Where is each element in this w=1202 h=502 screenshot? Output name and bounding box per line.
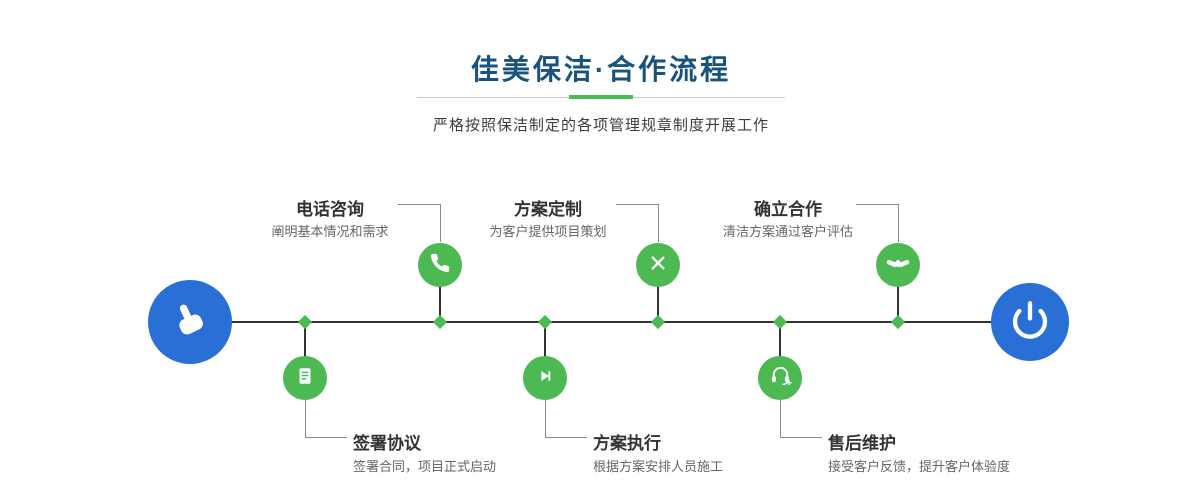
timeline-start-node [148,280,232,364]
step-title-sign: 签署协议 [353,434,421,453]
pointing-hand-icon [169,299,211,346]
label-connector [658,204,659,242]
label-connector [856,204,898,205]
connector [897,286,899,322]
headset-icon [769,364,792,392]
step-desc-cooperate: 清洁方案通过客户评估 [722,224,853,239]
timeline-diamond [537,314,553,330]
timeline-diamond [650,314,666,330]
page-title: 佳美保洁·合作流程 [470,54,732,85]
play-icon [534,365,556,392]
step-node-sign [283,356,327,400]
power-icon [1010,300,1050,345]
pencil-ruler-icon [647,252,669,279]
timeline-diamond [890,314,906,330]
contract-icon [294,365,316,392]
step-desc-phone: 阐明基本情况和需求 [271,224,389,239]
step-title-plan: 方案定制 [514,200,582,219]
label-connector [780,400,781,437]
label-connector [780,437,822,438]
phone-icon [429,252,451,279]
step-title-phone: 电话咨询 [296,200,364,219]
step-node-cooperate [876,243,920,287]
connector [657,286,659,322]
label-connector [398,204,440,205]
step-node-plan [636,243,680,287]
step-desc-sign: 签署合同，项目正式启动 [353,459,497,474]
title-divider [417,95,785,99]
step-desc-aftersale: 接受客户反馈，提升客户体验度 [828,459,1011,474]
step-node-execute [523,356,567,400]
step-desc-plan: 为客户提供项目策划 [489,224,607,239]
step-node-aftersale [758,356,802,400]
label-connector [545,437,587,438]
label-connector [898,204,899,242]
step-title-aftersale: 售后维护 [828,434,896,453]
timeline-line [190,321,1030,323]
label-connector [545,400,546,437]
label-connector [305,437,347,438]
page-subtitle: 严格按照保洁制定的各项管理规章制度开展工作 [432,117,769,134]
step-desc-execute: 根据方案安排人员施工 [593,459,724,474]
connector [544,322,546,357]
connector [304,322,306,357]
step-title-cooperate: 确立合作 [754,200,822,219]
label-connector [305,400,306,437]
timeline-diamond [297,314,313,330]
label-connector [440,204,441,242]
timeline-end-node [991,283,1069,361]
label-connector [616,204,658,205]
handshake-icon [886,251,910,280]
timeline-diamond [432,314,448,330]
divider-accent [569,95,633,99]
connector [779,322,781,357]
step-title-execute: 方案执行 [593,434,661,453]
step-node-phone [418,243,462,287]
timeline-diamond [772,314,788,330]
connector [439,286,441,322]
